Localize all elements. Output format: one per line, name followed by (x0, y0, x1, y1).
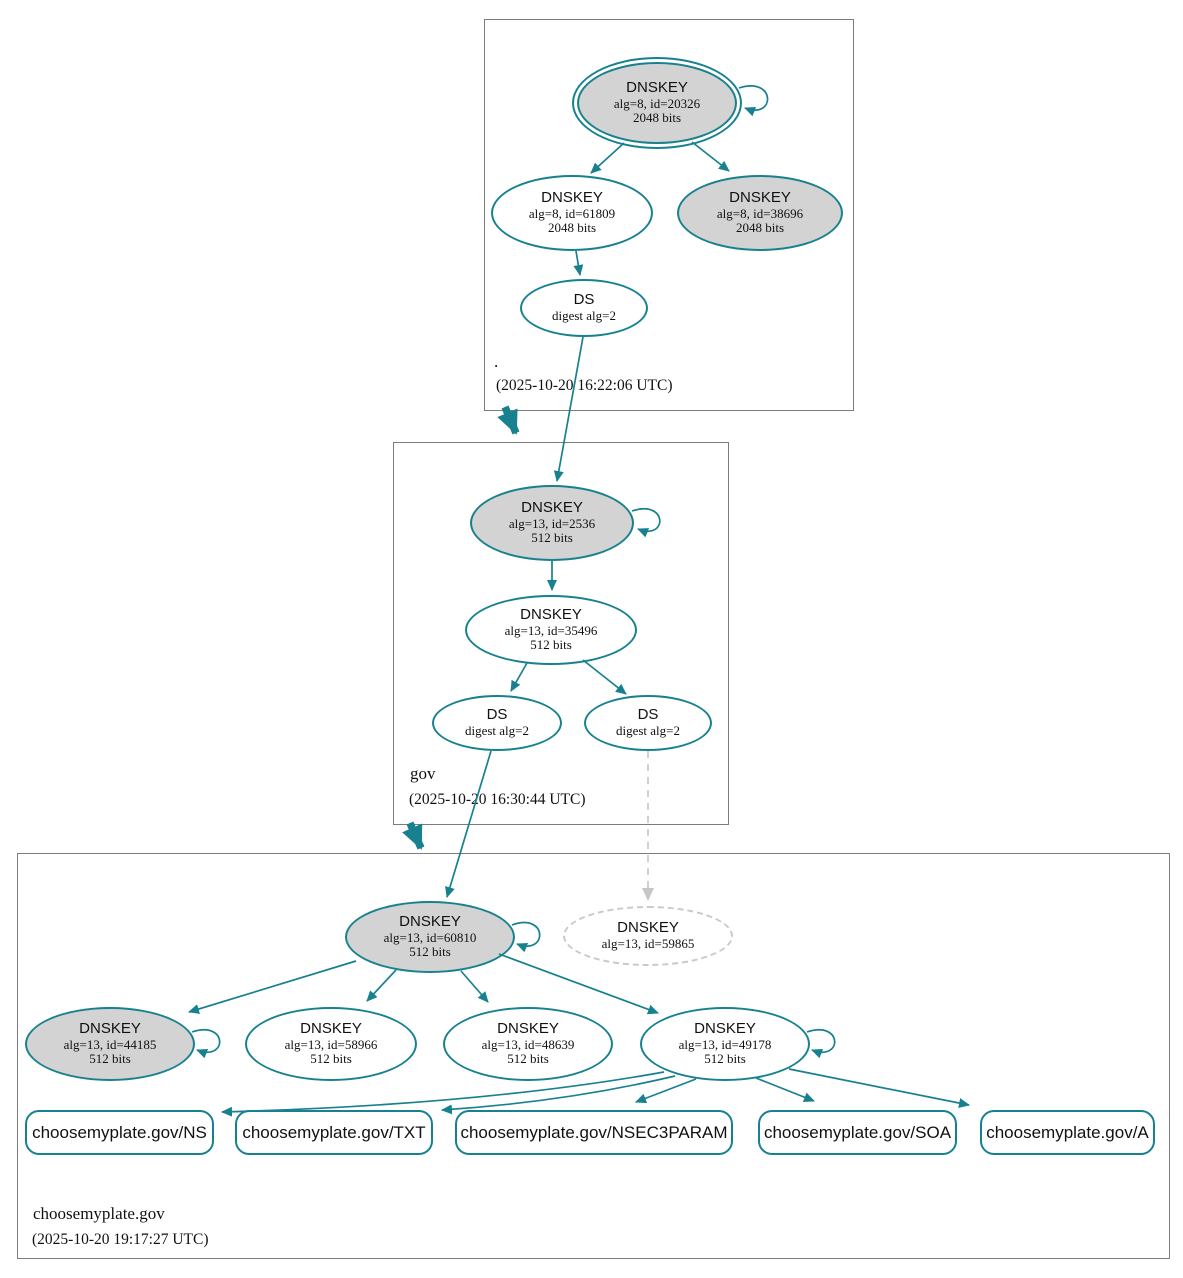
zone-timestamp-choosemyplate: (2025-10-20 19:17:27 UTC) (32, 1231, 209, 1248)
node-type: DS (637, 706, 659, 724)
node-type: DNSKEY (300, 1020, 362, 1038)
node-bits: 512 bits (310, 1051, 352, 1067)
node-root-ds[interactable]: DS digest alg=2 (520, 279, 648, 337)
node-bits: 2048 bits (547, 220, 597, 236)
node-alg: alg=8, id=20326 (613, 95, 701, 111)
node-bits: 512 bits (409, 944, 451, 960)
node-gov-ds-2[interactable]: DS digest alg=2 (584, 695, 712, 751)
node-bits: 512 bits (530, 637, 572, 653)
node-bits: 512 bits (507, 1051, 549, 1067)
node-bits: 512 bits (89, 1051, 131, 1067)
node-type: DS (486, 706, 508, 724)
node-cmp-missing-59865[interactable]: DNSKEY alg=13, id=59865 (563, 906, 733, 966)
rrset-txt[interactable]: choosemyplate.gov/TXT (235, 1110, 433, 1155)
node-alg: alg=8, id=38696 (716, 205, 804, 221)
zone-box-choosemyplate (17, 853, 1170, 1259)
edge-delegation-gov-cmp (402, 821, 425, 850)
rrset-soa[interactable]: choosemyplate.gov/SOA (758, 1110, 957, 1155)
node-bits: 2048 bits (735, 220, 785, 236)
node-bits: 512 bits (704, 1051, 746, 1067)
node-type: DNSKEY (729, 189, 791, 207)
node-alg: alg=8, id=61809 (528, 205, 616, 221)
node-bits: 512 bits (531, 530, 573, 546)
node-gov-ksk-2536[interactable]: DNSKEY alg=13, id=2536 512 bits (470, 485, 634, 561)
node-type: DNSKEY (521, 499, 583, 517)
zone-label-root: . (494, 352, 499, 371)
node-alg: alg=13, id=58966 (284, 1036, 378, 1052)
node-type: DNSKEY (520, 606, 582, 624)
node-cmp-key-44185[interactable]: DNSKEY alg=13, id=44185 512 bits (25, 1007, 195, 1081)
node-alg: digest alg=2 (615, 723, 681, 739)
zone-label-gov: gov (410, 764, 436, 783)
node-cmp-ksk-60810[interactable]: DNSKEY alg=13, id=60810 512 bits (345, 901, 515, 973)
node-alg: digest alg=2 (551, 308, 617, 324)
node-type: DNSKEY (79, 1020, 141, 1038)
node-alg: digest alg=2 (464, 723, 530, 739)
zone-label-choosemyplate: choosemyplate.gov (33, 1204, 165, 1223)
node-cmp-key-48639[interactable]: DNSKEY alg=13, id=48639 512 bits (443, 1007, 613, 1081)
node-alg: alg=13, id=48639 (481, 1036, 575, 1052)
node-type: DNSKEY (694, 1020, 756, 1038)
zone-box-root (484, 19, 854, 411)
rrset-a[interactable]: choosemyplate.gov/A (980, 1110, 1155, 1155)
node-alg: alg=13, id=35496 (504, 622, 598, 638)
node-type: DNSKEY (626, 79, 688, 97)
node-type: DS (573, 291, 595, 309)
node-type: DNSKEY (617, 919, 679, 937)
node-alg: alg=13, id=44185 (63, 1036, 157, 1052)
node-type: DNSKEY (497, 1020, 559, 1038)
node-alg: alg=13, id=60810 (383, 929, 477, 945)
node-gov-key-35496[interactable]: DNSKEY alg=13, id=35496 512 bits (465, 595, 637, 665)
node-alg: alg=13, id=49178 (678, 1036, 772, 1052)
node-gov-ds-1[interactable]: DS digest alg=2 (432, 695, 562, 751)
node-alg: alg=13, id=59865 (601, 936, 695, 952)
zone-timestamp-gov: (2025-10-20 16:30:44 UTC) (409, 791, 586, 808)
node-type: DNSKEY (541, 189, 603, 207)
node-alg: alg=13, id=2536 (508, 515, 596, 531)
node-bits: 2048 bits (632, 110, 682, 126)
node-cmp-key-49178[interactable]: DNSKEY alg=13, id=49178 512 bits (640, 1007, 810, 1081)
node-root-ksk-20326[interactable]: DNSKEY alg=8, id=20326 2048 bits (572, 57, 742, 149)
node-root-key-38696[interactable]: DNSKEY alg=8, id=38696 2048 bits (677, 175, 843, 251)
zone-timestamp-root: (2025-10-20 16:22:06 UTC) (496, 377, 673, 394)
node-cmp-key-58966[interactable]: DNSKEY alg=13, id=58966 512 bits (245, 1007, 417, 1081)
node-type: DNSKEY (399, 913, 461, 931)
rrset-ns[interactable]: choosemyplate.gov/NS (25, 1110, 214, 1155)
node-root-key-61809[interactable]: DNSKEY alg=8, id=61809 2048 bits (491, 175, 653, 251)
rrset-nsec3param[interactable]: choosemyplate.gov/NSEC3PARAM (455, 1110, 733, 1155)
